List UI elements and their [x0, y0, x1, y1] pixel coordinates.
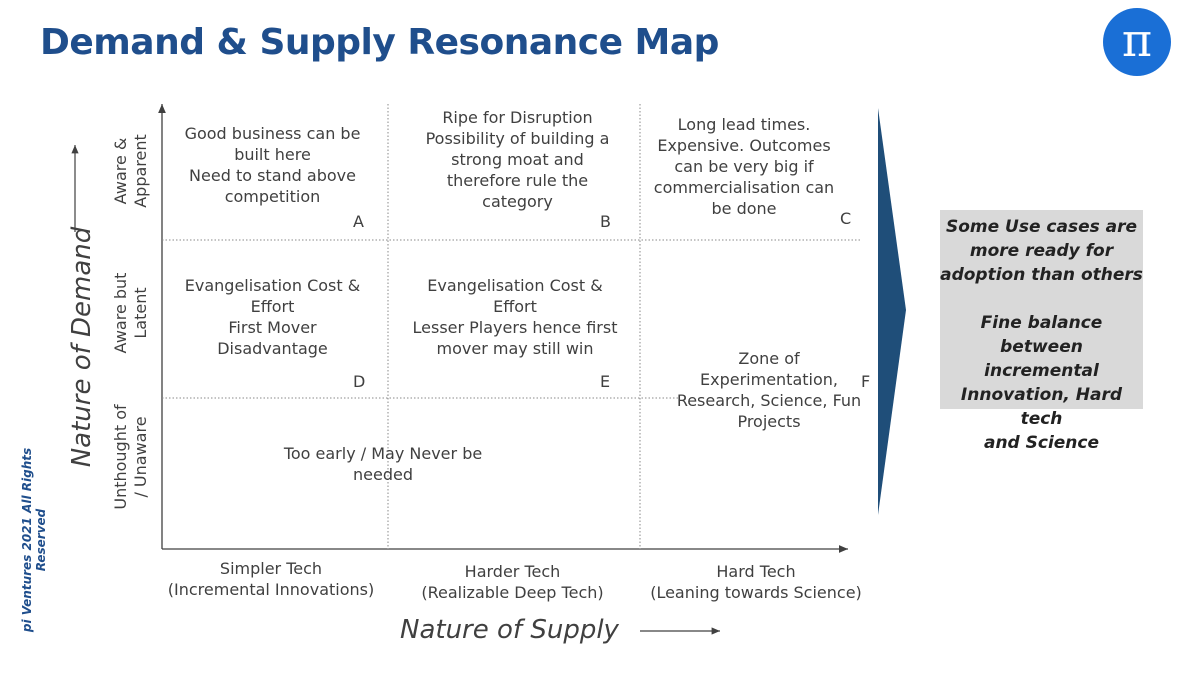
footer-copyright: pi Ventures 2021 All Rights Reserved	[20, 447, 48, 633]
cell-f-letter: F	[861, 372, 871, 391]
cell-a-letter: A	[353, 212, 364, 231]
column-label-simpler-tech: Simpler Tech(Incremental Innovations)	[167, 559, 375, 599]
row-label-unaware: Unthought of/ Unaware	[111, 404, 150, 510]
x-axis-label: Nature of Supply	[400, 615, 619, 645]
page-title: Demand & Supply Resonance Map	[40, 22, 719, 63]
pi-logo: π	[1103, 8, 1171, 76]
column-label-hard-tech: Hard Tech(Leaning towards Science)	[650, 562, 862, 602]
logo-glyph: π	[1121, 13, 1153, 67]
cell-c-letter: C	[840, 209, 852, 228]
row-label-aware-apparent: Aware &Apparent	[111, 134, 150, 208]
cell-e-letter: E	[600, 372, 611, 391]
cell-d-letter: D	[353, 372, 366, 391]
cell-b-letter: B	[600, 212, 611, 231]
column-label-harder-tech: Harder Tech(Realizable Deep Tech)	[421, 562, 604, 602]
big-arrow	[878, 108, 906, 515]
y-axis-label: Nature of Demand	[67, 226, 97, 468]
